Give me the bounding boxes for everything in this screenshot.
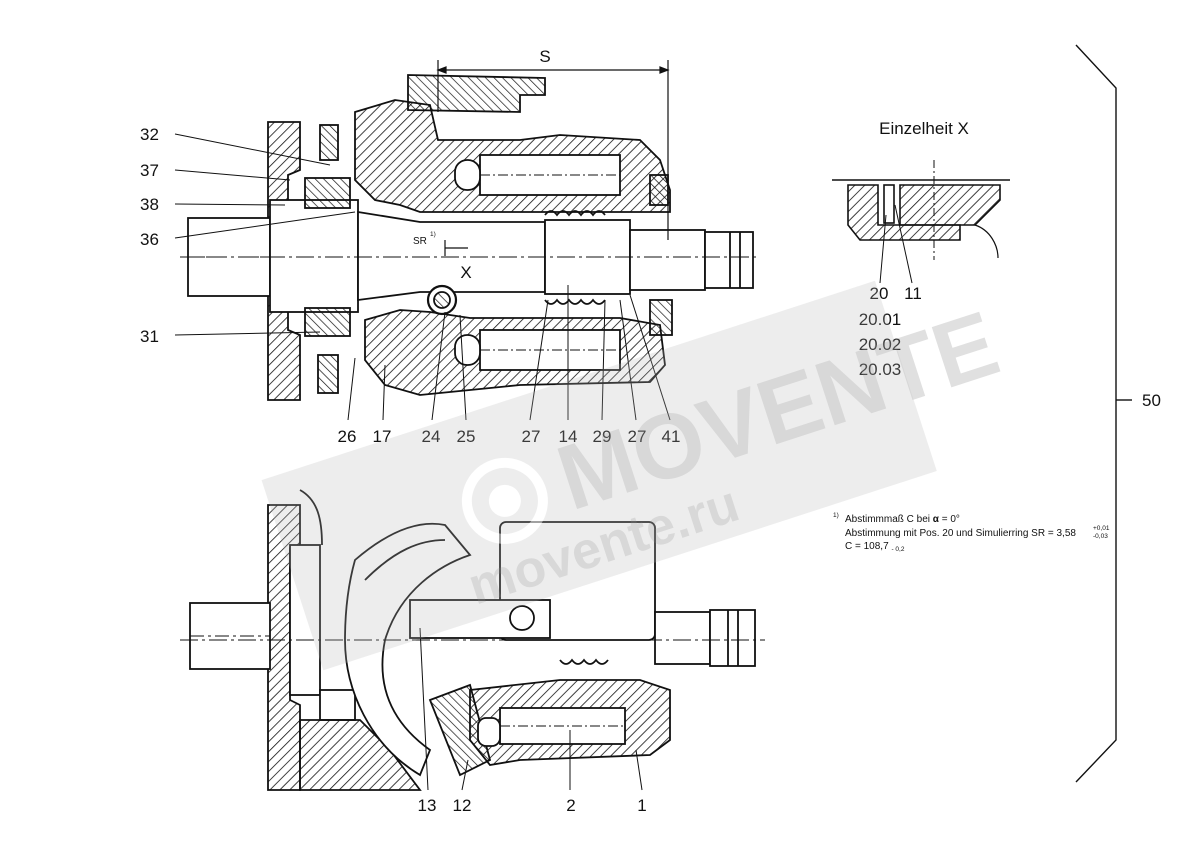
footnote-line3: C = 108,7 - 0,2	[845, 541, 905, 553]
callout-12: 12	[453, 796, 472, 815]
group-bracket	[1075, 44, 1132, 783]
leader-lines-bottom	[419, 627, 643, 791]
callout-25: 25	[457, 427, 476, 446]
callout-27b: 27	[628, 427, 647, 446]
callout-38: 38	[140, 195, 159, 214]
callout-32: 32	[140, 125, 159, 144]
callout-11: 11	[904, 284, 922, 303]
footnote-tol-upper: +0,01	[1093, 525, 1110, 532]
callout-1: 1	[637, 796, 646, 815]
watermark-logo-ring	[461, 457, 548, 544]
callout-2: 2	[566, 796, 575, 815]
callout-50: 50	[1142, 391, 1161, 410]
callout-31: 31	[140, 327, 159, 346]
footnote: 1) Abstimmmaß C bei α = 0° Abstimmung mi…	[833, 512, 1110, 553]
leader-lines-top-bottom	[347, 285, 671, 421]
top-section-view	[180, 74, 760, 401]
detail-title: Einzelheit X	[879, 119, 969, 138]
dimension-sr-note: 1)	[430, 231, 436, 238]
dimension-s-label: S	[539, 47, 550, 66]
detail-x-marker: X	[460, 263, 471, 282]
footnote-tol-lower: -0,03	[1093, 533, 1108, 540]
callout-20-01: 20.01	[859, 310, 902, 329]
leader-lines-top-left	[174, 133, 356, 336]
callout-36: 36	[140, 230, 159, 249]
callout-17: 17	[373, 427, 392, 446]
footnote-marker: 1)	[833, 512, 839, 519]
watermark-logo-core	[488, 484, 521, 517]
callout-20-02: 20.02	[859, 335, 902, 354]
callout-26: 26	[338, 427, 357, 446]
callout-27a: 27	[522, 427, 541, 446]
footnote-line2: Abstimmung mit Pos. 20 und Simulierring …	[845, 528, 1076, 539]
dimension-sr-label: SR	[413, 236, 427, 247]
callout-41: 41	[662, 427, 681, 446]
callout-20-03: 20.03	[859, 360, 902, 379]
footnote-line1: Abstimmmaß C bei α = 0°	[845, 514, 960, 525]
callout-14: 14	[559, 427, 578, 446]
callout-20: 20	[870, 284, 889, 303]
dimension-s	[436, 60, 670, 256]
callout-29: 29	[593, 427, 612, 446]
detail-x-view	[832, 160, 1010, 284]
callout-37: 37	[140, 161, 159, 180]
watermark-band	[261, 280, 937, 671]
callout-24: 24	[422, 427, 441, 446]
callout-13: 13	[418, 796, 437, 815]
bottom-assembly-view	[180, 489, 765, 791]
